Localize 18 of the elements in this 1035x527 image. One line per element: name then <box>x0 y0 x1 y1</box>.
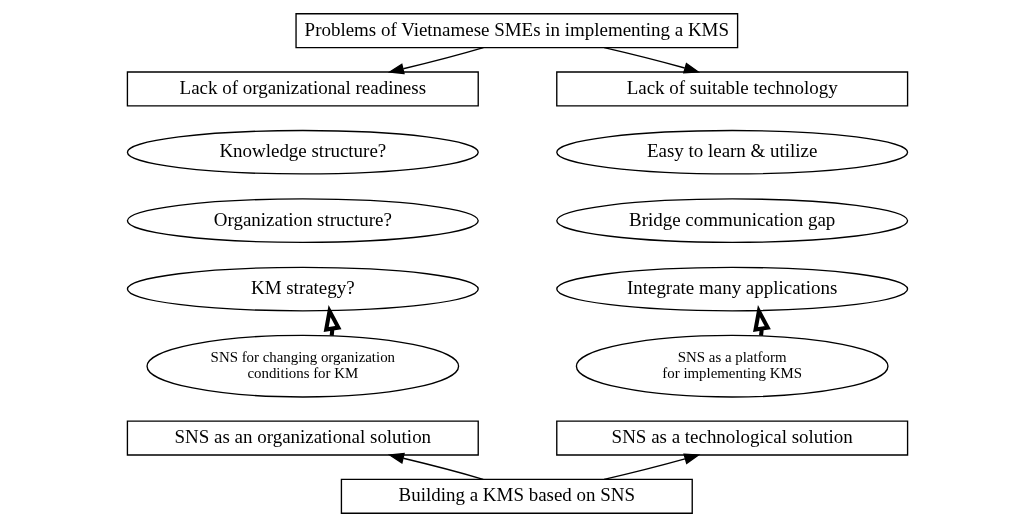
arrow <box>603 46 701 74</box>
node-ellipse: SNS as a platform for implementing KMS <box>575 334 889 398</box>
node-ellipse: SNS for changing organization conditions for KM <box>146 334 460 398</box>
node-ellipse: KM strategy? <box>126 266 479 312</box>
node-ellipse: Organization structure? <box>126 198 479 244</box>
arrow <box>387 46 485 75</box>
node-box: SNS as an organizational solution <box>126 420 479 456</box>
node-ellipse: Integrate many applications <box>556 266 909 312</box>
arrow <box>387 452 484 480</box>
arrow <box>603 453 701 481</box>
node-ellipse: Knowledge structure? <box>126 129 479 175</box>
node-box: Building a KMS based on SNS <box>340 478 693 514</box>
node-box: Lack of organizational readiness <box>126 71 479 107</box>
node-ellipse: Easy to learn & utilize <box>556 129 909 175</box>
node-box: Problems of Vietnamese SMEs in implementing a KMS <box>295 13 739 49</box>
node-ellipse: Bridge communication gap <box>556 198 909 244</box>
node-box: SNS as a technological solution <box>556 420 909 456</box>
node-box: Lack of suitable technology <box>556 71 909 107</box>
